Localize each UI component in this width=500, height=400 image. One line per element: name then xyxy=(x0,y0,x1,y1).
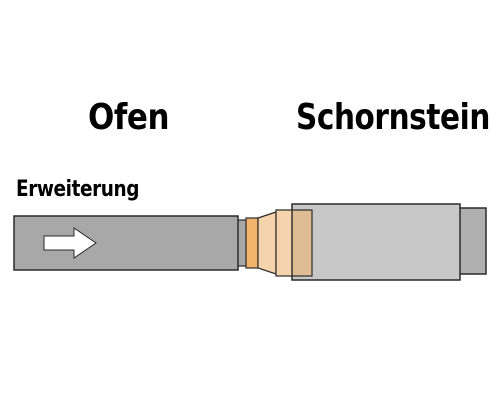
chimney-end-cap xyxy=(457,207,487,275)
adapter-collar xyxy=(275,209,293,277)
chimney-label: Schornstein xyxy=(296,97,490,138)
chimney-pipe xyxy=(291,203,461,281)
adapter-ring xyxy=(245,217,259,269)
extension-label: Erweiterung xyxy=(16,177,140,202)
adapter-cone xyxy=(257,211,277,275)
furnace-label: Ofen xyxy=(88,97,170,138)
arrow-right-icon xyxy=(43,227,97,259)
adapter-overlap xyxy=(291,209,313,277)
